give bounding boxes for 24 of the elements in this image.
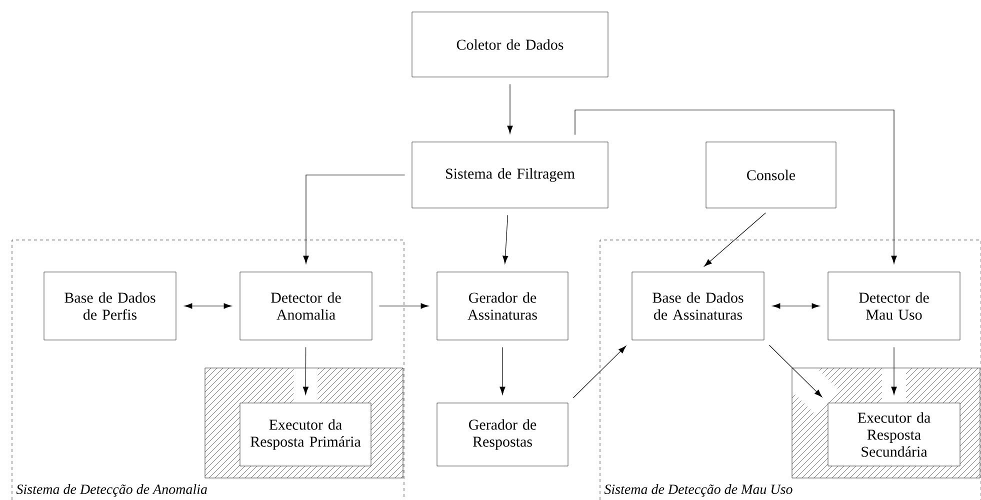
arrow: [507, 84, 513, 134]
arrow: [891, 346, 897, 395]
arrow: [704, 212, 766, 267]
arrow: [303, 174, 406, 264]
process-box: Base de Dados de Assinaturas: [632, 272, 764, 340]
process-box: Sistema de Filtragem: [412, 142, 608, 208]
process-box: Gerador de Respostas: [436, 402, 568, 466]
process-box: Console: [706, 142, 836, 208]
process-box: Base de Dados de Perfis: [44, 272, 176, 340]
arrow: [184, 303, 232, 309]
process-box: Detector de Mau Uso: [828, 272, 960, 340]
arrow: [768, 344, 822, 398]
process-box: Gerador de Assinaturas: [436, 272, 568, 340]
process-box: Coletor de Dados: [412, 12, 608, 78]
arrow: [378, 303, 429, 309]
arrow: [502, 214, 508, 264]
arrow: [572, 346, 626, 398]
process-box: Detector de Anomalia: [240, 272, 372, 340]
arrow: [500, 346, 506, 395]
process-box: Executor da Resposta Primária: [240, 402, 372, 466]
arrow: [772, 303, 820, 309]
process-box: Executor da Resposta Secundária: [828, 402, 960, 466]
arrow: [574, 110, 897, 264]
arrow: [302, 346, 308, 395]
